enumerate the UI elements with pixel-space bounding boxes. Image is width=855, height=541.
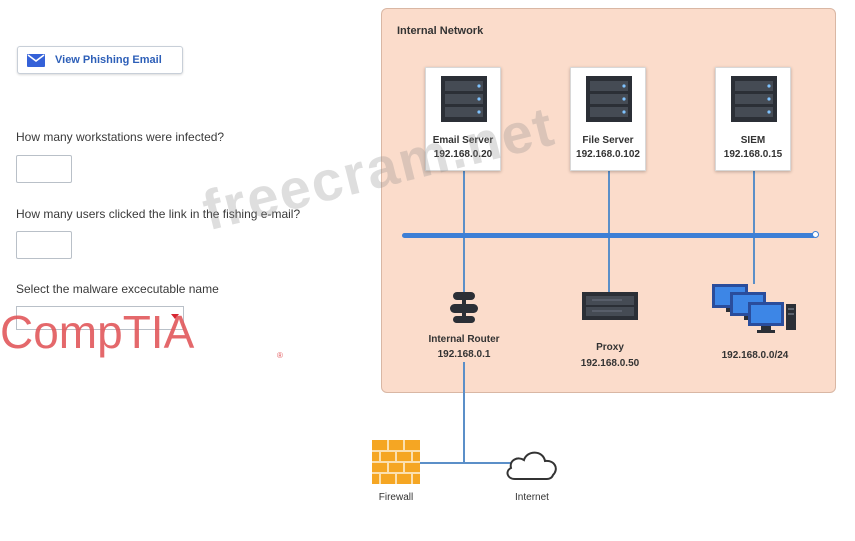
- email-server-link: [463, 170, 465, 235]
- server-rack-icon: [731, 76, 777, 122]
- view-phishing-email-button[interactable]: View Phishing Email: [17, 46, 183, 74]
- email-server-node[interactable]: Email Server 192.168.0.20: [425, 67, 501, 171]
- firewall-label: Firewall: [378, 492, 414, 503]
- firewall-icon: [372, 440, 420, 484]
- internet-node[interactable]: [503, 445, 561, 485]
- internal-router-node[interactable]: [445, 290, 483, 324]
- router-bus-link: [463, 236, 465, 292]
- comptia-logo: CompTIA: [0, 306, 195, 358]
- registered-mark: ®: [277, 351, 283, 360]
- siem-link: [753, 170, 755, 235]
- view-phishing-email-label: View Phishing Email: [55, 54, 162, 66]
- server-rack-icon: [441, 76, 487, 122]
- workstations-infected-input[interactable]: [16, 155, 72, 183]
- question-users-clicked: How many users clicked the link in the f…: [16, 207, 301, 221]
- users-clicked-input[interactable]: [16, 231, 72, 259]
- workstations-node[interactable]: [712, 282, 798, 336]
- chevron-down-icon: [171, 314, 179, 319]
- firewall-node[interactable]: [372, 440, 420, 484]
- siem-name: SIEM: [740, 135, 766, 146]
- email-server-name: Email Server: [432, 135, 494, 146]
- proxy-bus-link: [608, 236, 610, 292]
- internal-network-title: Internal Network: [397, 25, 484, 37]
- proxy-name: Proxy: [596, 342, 624, 353]
- proxy-ip: 192.168.0.50: [580, 358, 640, 369]
- email-server-ip: 192.168.0.20: [433, 149, 493, 160]
- workstations-subnet: 192.168.0.0/24: [721, 350, 789, 361]
- file-server-name: File Server: [582, 135, 634, 146]
- edge-link: [418, 462, 516, 464]
- router-uplink: [463, 362, 465, 463]
- bus-endpoint: [812, 231, 819, 238]
- question-workstations-infected: How many workstations were infected?: [16, 130, 225, 144]
- server-rack-icon: [586, 76, 632, 122]
- file-server-link: [608, 170, 610, 235]
- workstations-bus-link: [753, 236, 755, 284]
- cloud-icon: [506, 451, 557, 480]
- router-icon: [450, 292, 478, 323]
- network-bus: [402, 233, 816, 238]
- proxy-appliance-icon: [582, 292, 638, 320]
- siem-node[interactable]: SIEM 192.168.0.15: [715, 67, 791, 171]
- question-malware-name: Select the malware excecutable name: [16, 282, 219, 296]
- internal-router-name: Internal Router: [428, 334, 500, 345]
- internal-router-ip: 192.168.0.1: [437, 349, 491, 360]
- siem-ip: 192.168.0.15: [723, 149, 783, 160]
- envelope-icon: [27, 53, 45, 67]
- malware-name-select[interactable]: [16, 306, 184, 330]
- file-server-node[interactable]: File Server 192.168.0.102: [570, 67, 646, 171]
- file-server-ip: 192.168.0.102: [576, 149, 640, 160]
- workstations-icon: [712, 284, 796, 333]
- proxy-node[interactable]: [582, 292, 638, 320]
- internet-label: Internet: [515, 492, 549, 503]
